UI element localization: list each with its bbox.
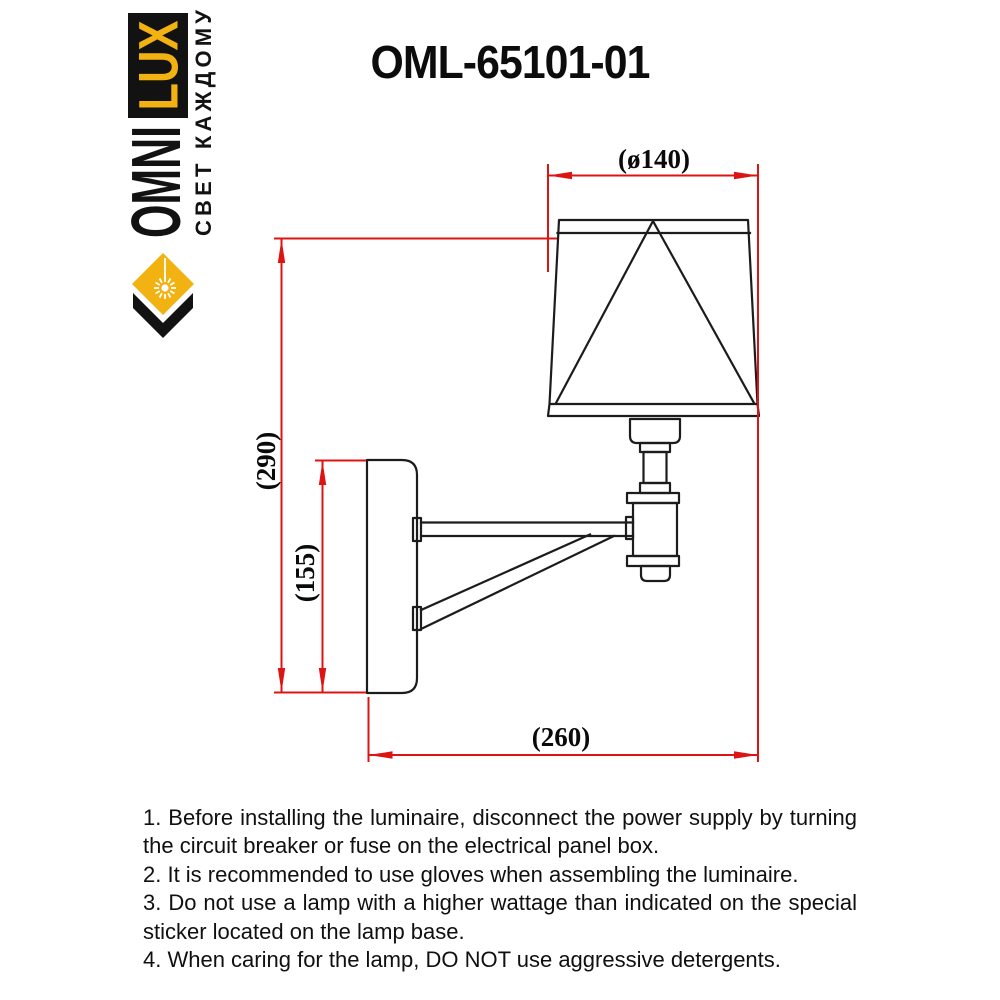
instruction-item: 3. Do not use a lamp with a higher watta… <box>143 890 857 944</box>
diamond-shape <box>132 253 194 315</box>
page-title: OML-65101-01 <box>370 36 651 88</box>
dimension-label-overall-height: (290) <box>251 431 281 491</box>
dimension-label-backplate-height: (155) <box>290 543 320 603</box>
instruction-item: 4. When caring for the lamp, DO NOT use … <box>143 947 781 973</box>
instruction-item: 2. It is recommended to use gloves when … <box>143 861 799 887</box>
chevron-shape <box>133 293 193 338</box>
logo-omni-text: OMNI <box>117 126 195 238</box>
wall-plate <box>365 458 423 695</box>
instruction-item: 1. Before installing the luminaire, disc… <box>143 805 857 859</box>
starburst-icon <box>154 258 176 299</box>
dimension-arrowheads <box>277 171 758 759</box>
dimension-label-overall-depth: (260) <box>531 722 591 752</box>
dimension-lines <box>274 164 759 762</box>
lampshade <box>546 218 761 418</box>
dimension-label-shade-diameter: (ø140) <box>618 144 690 174</box>
omnilux-logo: LUX OMNI СВЕТ КАЖДОМУ <box>117 10 216 338</box>
lux-box <box>128 13 188 118</box>
dim-shade-diameter <box>547 164 759 762</box>
logo-lux-text: LUX <box>127 21 190 111</box>
logo-mark <box>132 253 194 338</box>
dim-overall-depth <box>367 697 758 762</box>
diagonal-brace <box>419 533 616 631</box>
swivel-joint <box>624 491 681 583</box>
dim-overall-height <box>274 237 557 694</box>
dim-backplate-height <box>315 459 366 693</box>
installation-instructions: 1. Before installing the luminaire, disc… <box>143 804 857 974</box>
lamp-socket <box>628 417 682 495</box>
mounting-arm <box>419 521 635 538</box>
